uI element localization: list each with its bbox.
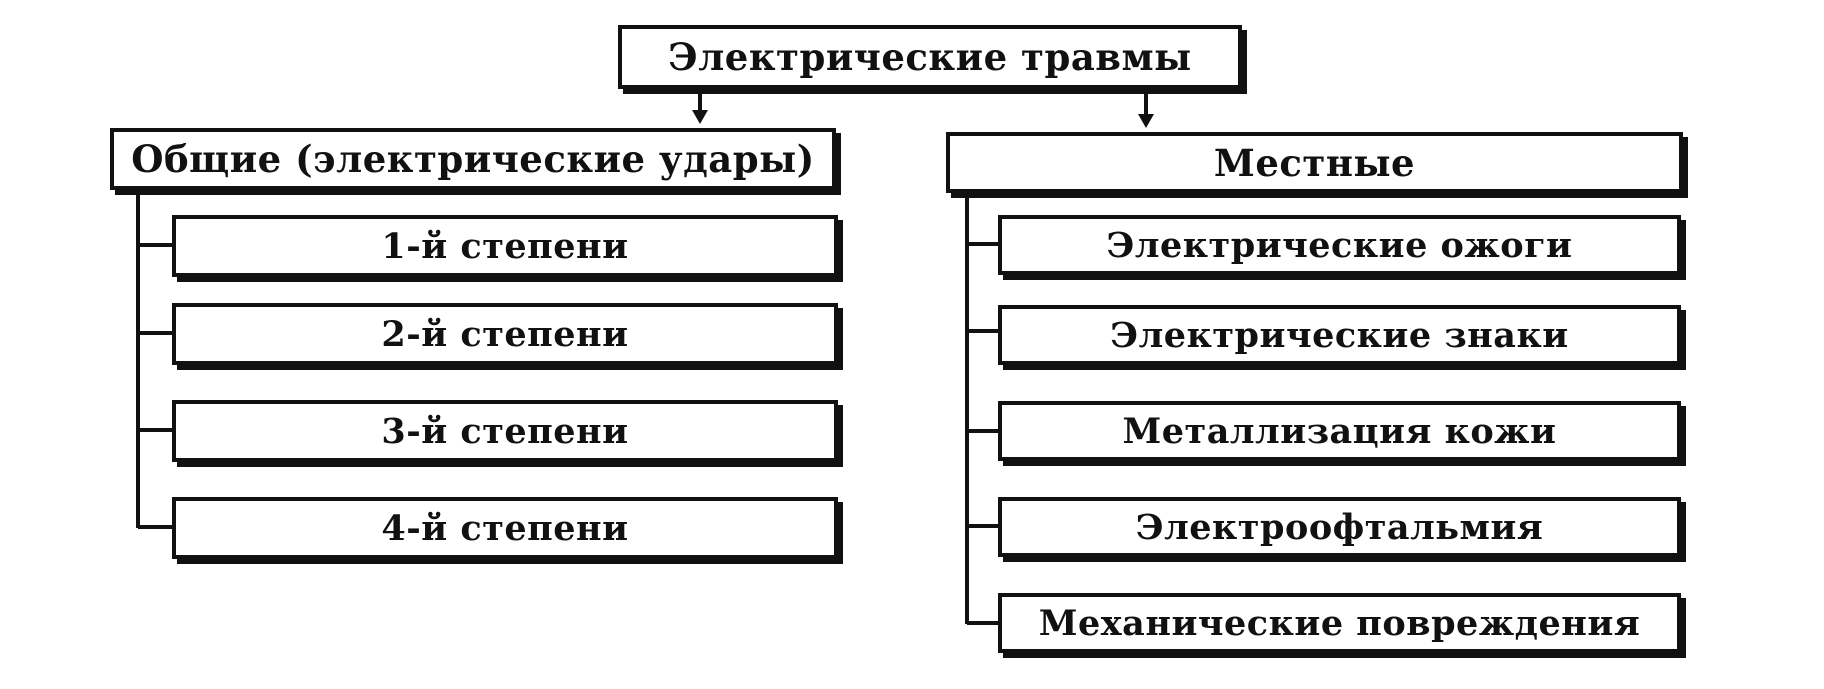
local-item: Электрические ожоги [998, 215, 1681, 275]
root-node: Электрические травмы [618, 25, 1242, 89]
arrow-head-left [692, 110, 708, 124]
local-item: Металлизация кожи [998, 401, 1681, 461]
local-item: Электроофтальмия [998, 497, 1681, 557]
general-item: 1-й степени [172, 215, 838, 277]
general-item: 2-й степени [172, 303, 838, 365]
arrow-head-right [1138, 114, 1154, 128]
local-node: Местные [946, 132, 1683, 193]
general-item: 3-й степени [172, 400, 838, 462]
local-item: Электрические знаки [998, 305, 1681, 365]
general-item: 4-й степени [172, 497, 838, 559]
general-node: Общие (электрические удары) [110, 128, 836, 190]
local-item: Механические повреждения [998, 593, 1681, 653]
